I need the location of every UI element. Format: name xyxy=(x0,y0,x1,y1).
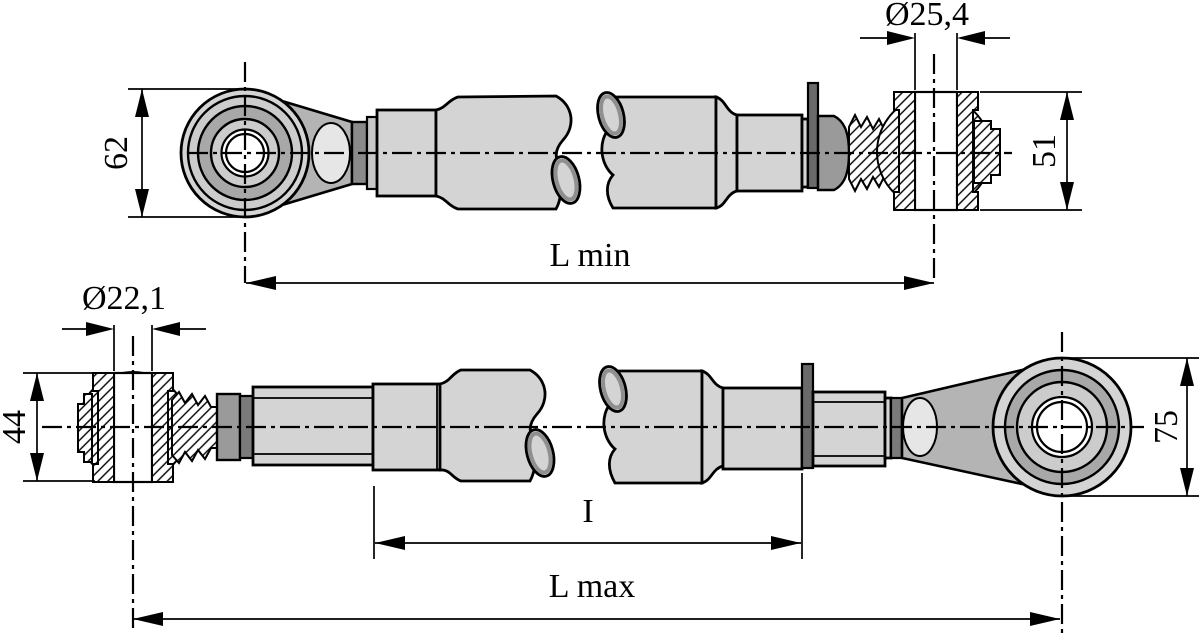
dim-75-arrow-up xyxy=(1180,358,1194,386)
tube-break-loop-left xyxy=(524,428,556,478)
top-link-body xyxy=(350,81,851,211)
dim-75-label: 75 xyxy=(1148,410,1185,444)
bottom-link-body xyxy=(251,362,904,485)
lever-handle xyxy=(806,81,820,190)
break-loop-rim xyxy=(527,431,553,475)
dim-51-arrow-up xyxy=(1060,92,1074,120)
dim-44-label: 44 xyxy=(0,410,33,444)
dim-dia22-arrow-left xyxy=(86,322,114,336)
dim-dia22-arrow-right xyxy=(152,322,180,336)
dim-i-label: I xyxy=(582,493,593,530)
tube-break-loop-right xyxy=(596,91,626,139)
dim-lmin-arrow-right xyxy=(904,276,934,290)
dim-dia25-arrow-left xyxy=(887,31,915,45)
top-view: 62 Ø25,4 51 L min xyxy=(98,0,1082,290)
bottom-dimensions: Ø22,1 44 75 I L max xyxy=(0,280,1199,626)
dim-dia22-label: Ø22,1 xyxy=(82,280,166,317)
tube-break-loop-right xyxy=(598,365,628,413)
dim-62-label: 62 xyxy=(98,136,135,170)
dim-lmin-label: L min xyxy=(550,237,631,274)
dim-dia25-arrow-right xyxy=(957,31,985,45)
dim-62-arrow-down xyxy=(135,189,149,217)
dim-75-extension-lines xyxy=(1064,357,1199,497)
dim-lmax-arrow-left xyxy=(133,612,163,626)
dim-i-arrow-left xyxy=(375,536,405,550)
break-loop-rim xyxy=(599,94,623,136)
tube-break-loop-left xyxy=(550,155,582,205)
thread-lines-left xyxy=(253,397,373,455)
dim-i-extension-lines xyxy=(373,473,803,559)
dim-75-arrow-down xyxy=(1180,468,1194,496)
dim-lmax-arrow-right xyxy=(1030,612,1060,626)
thread-lines-right xyxy=(813,401,885,457)
bottom-view: Ø22,1 44 75 I L max xyxy=(0,280,1199,633)
dim-62-arrow-up xyxy=(135,89,149,117)
dim-44-extension-lines xyxy=(23,372,95,482)
bushing-bore xyxy=(913,90,959,212)
dim-44-arrow-up xyxy=(30,373,44,401)
dim-i-arrow-right xyxy=(771,536,801,550)
dim-51-label: 51 xyxy=(1026,134,1063,168)
screw-cylinder xyxy=(721,386,804,471)
dim-dia25-label: Ø25,4 xyxy=(885,0,969,33)
top-right-ball-joint-section xyxy=(848,90,1001,212)
bottom-centerlines xyxy=(42,332,1144,633)
break-loop-rim xyxy=(601,368,625,410)
bottom-left-ball-joint-section xyxy=(77,371,255,484)
dim-44-arrow-down xyxy=(30,453,44,481)
top-centerlines xyxy=(188,54,1012,283)
top-dimensions: 62 Ø25,4 51 L min xyxy=(98,0,1082,290)
dim-dia25-extension-lines xyxy=(914,33,958,90)
bushing-right-section xyxy=(956,91,979,211)
dim-lmax-label: L max xyxy=(549,568,636,605)
dim-51-arrow-down xyxy=(1060,182,1074,210)
threaded-sleeve-right xyxy=(811,390,887,468)
break-loop-rim xyxy=(553,158,579,202)
dim-62-extension-lines xyxy=(128,88,250,218)
dim-51-extension-lines xyxy=(980,91,1082,211)
lever-handle xyxy=(800,362,815,470)
dim-lmin-arrow-left xyxy=(246,276,276,290)
bushing-left-section xyxy=(893,91,916,211)
dim-dia22-extension-lines xyxy=(113,325,153,371)
